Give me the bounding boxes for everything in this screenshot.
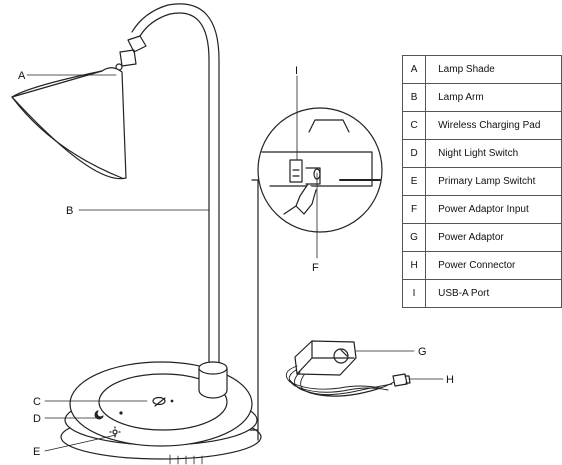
leader-lines (26, 74, 444, 452)
legend-label: Lamp Arm (425, 83, 562, 112)
sun-icon (109, 426, 121, 438)
legend-key: A (401, 55, 427, 84)
legend-key: G (401, 223, 427, 252)
lamp-arm (131, 3, 220, 391)
power-connector (392, 373, 411, 387)
legend-key: B (401, 83, 427, 112)
legend-key: F (401, 195, 427, 224)
legend-label: USB-A Port (425, 279, 562, 308)
callout-h: H (446, 374, 454, 386)
wireless-charging-icon (152, 396, 174, 407)
detail-inset (249, 107, 383, 441)
legend-label: Power Adaptor Input (425, 195, 562, 224)
legend-key: C (401, 111, 427, 140)
legend-label: Wireless Charging Pad (425, 111, 562, 140)
legend-label: Lamp Shade (425, 55, 562, 84)
legend-label: Power Connector (425, 251, 562, 280)
power-cable (285, 365, 395, 397)
power-adaptor (294, 340, 357, 376)
lamp-base (60, 361, 262, 465)
callout-g: G (418, 346, 427, 358)
shade-joint (115, 35, 147, 71)
legend-label: Primary Lamp Switcht (425, 167, 562, 196)
legend-key: I (401, 279, 427, 308)
legend-label: Night Light Switch (425, 139, 562, 168)
callout-c: C (33, 396, 41, 408)
callout-d: D (33, 413, 41, 425)
indicator-dot (119, 411, 123, 415)
moon-icon (94, 410, 104, 420)
lamp-shade (11, 67, 127, 180)
callout-b: B (66, 205, 73, 217)
callout-f: F (312, 262, 319, 274)
legend-label: Power Adaptor (425, 223, 562, 252)
legend-key: D (401, 139, 427, 168)
legend-key: E (401, 167, 427, 196)
legend-key: H (401, 251, 427, 280)
callout-e: E (33, 446, 40, 458)
callout-a: A (18, 70, 26, 82)
callout-i: I (295, 65, 298, 77)
